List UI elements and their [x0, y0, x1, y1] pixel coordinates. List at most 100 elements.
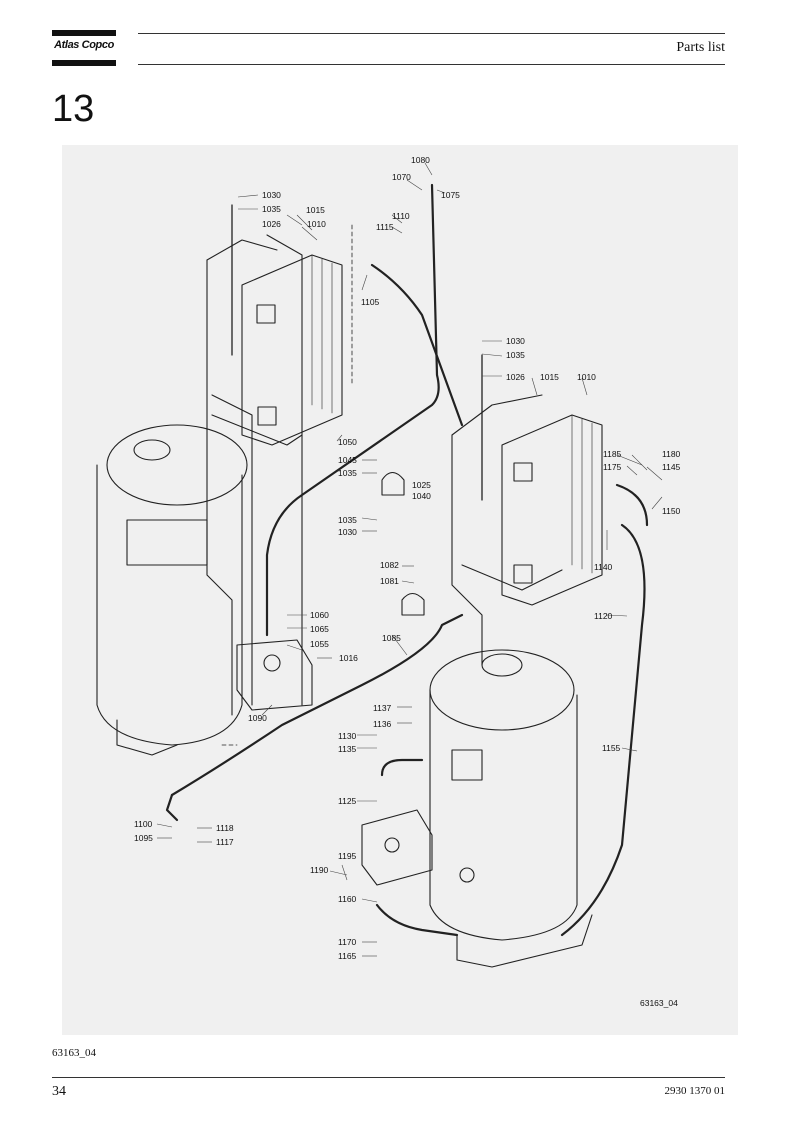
callout: 1080 [411, 155, 430, 165]
callout: 1105 [361, 297, 380, 307]
pipe-1085 [170, 613, 464, 797]
pipe-1125 [380, 758, 424, 777]
callout: 1085 [382, 633, 401, 643]
right-cooler [501, 414, 603, 606]
callout: 1035 [262, 204, 281, 214]
left-cooler [241, 254, 343, 446]
left-vessel-port [133, 439, 171, 461]
callout: 1120 [594, 611, 613, 621]
pipe-elbow [165, 793, 179, 822]
callout: 1136 [373, 719, 392, 729]
callout: 1130 [338, 731, 357, 741]
right-cooler-fins [571, 414, 593, 574]
left-vessel-foot [116, 719, 178, 756]
page-title: Parts list [676, 40, 725, 55]
callout: 1185 [603, 449, 622, 459]
callout: 1035 [338, 468, 357, 478]
header-rule-bottom [138, 64, 725, 65]
callout: 1010 [577, 372, 596, 382]
right-cooler-flange-bottom [513, 564, 533, 584]
right-vessel-body [429, 689, 578, 941]
callout: 1195 [338, 851, 357, 861]
left-valve-block [236, 639, 313, 711]
clamp-1081 [401, 592, 425, 616]
callout: 1026 [506, 372, 525, 382]
callout: 1137 [373, 703, 392, 713]
diagram-drawing: 1080 1070 1075 1030 1035 1015 1010 1026 … [96, 155, 681, 1008]
pipe-1050 [265, 183, 440, 637]
right-cooler-flange-top [513, 462, 533, 482]
logo-bottom-bar [52, 60, 116, 66]
callout: 1125 [338, 796, 357, 806]
callout: 1150 [662, 506, 681, 516]
document-number: 2930 1370 01 [664, 1085, 726, 1097]
callout: 1070 [392, 172, 411, 182]
right-frame-top [451, 394, 543, 436]
callout: 1155 [602, 743, 621, 753]
callout: 1165 [338, 951, 357, 961]
callout: 1030 [506, 336, 525, 346]
right-frame-post [451, 434, 483, 666]
header-rule-top [138, 33, 725, 34]
callout: 1026 [262, 219, 281, 229]
callout: 1190 [310, 865, 329, 875]
left-cooler-flange-bottom [257, 406, 277, 426]
callout: 1045 [338, 455, 357, 465]
callout: 1170 [338, 937, 357, 947]
callout: 1016 [339, 653, 358, 663]
right-vessel-port [481, 653, 523, 677]
right-valve-block [361, 809, 433, 886]
right-frame-shelf [461, 564, 563, 591]
callout: 1075 [441, 190, 460, 200]
callout: 1082 [380, 560, 399, 570]
callout-leaders [156, 162, 663, 957]
callout: 1060 [310, 610, 329, 620]
exploded-parts-diagram: 1080 1070 1075 1030 1035 1015 1010 1026 … [62, 145, 738, 1035]
callout: 1065 [310, 624, 329, 634]
callout: 1175 [603, 462, 622, 472]
section-number: 13 [52, 88, 95, 130]
callout: 1117 [216, 837, 234, 847]
callout: 1035 [338, 515, 357, 525]
callout: 1030 [338, 527, 357, 537]
left-frame-brace [211, 394, 253, 706]
pipe-1120 [615, 483, 649, 527]
right-vessel-top [429, 649, 575, 731]
right-vessel-base [456, 914, 593, 968]
callout: 1010 [307, 219, 326, 229]
callout-labels: 1080 1070 1075 1030 1035 1015 1010 1026 … [134, 155, 681, 1008]
callout: 1180 [662, 449, 681, 459]
callout: 1090 [248, 713, 267, 723]
logo-top-bar [52, 30, 116, 36]
callout: 1050 [338, 437, 357, 447]
pipe-1160 [375, 903, 459, 937]
pipe-1105 [370, 263, 464, 427]
callout: 1100 [134, 819, 153, 829]
callout: 1135 [338, 744, 357, 754]
callout: 1110 [392, 211, 410, 221]
right-valve-port [384, 837, 400, 853]
callout: 1015 [540, 372, 559, 382]
callout: 1118 [216, 823, 234, 833]
callout: 1055 [310, 639, 329, 649]
callout: 1015 [306, 205, 325, 215]
left-frame-post [206, 259, 233, 716]
callout: 1025 [412, 480, 431, 490]
atlas-copco-logo: Atlas Copco [52, 30, 116, 66]
left-cooler-fins [311, 254, 333, 414]
left-frame-rear-post [266, 234, 303, 706]
callout: 1160 [338, 894, 357, 904]
callout: 1040 [412, 491, 431, 501]
logo-wordmark: Atlas Copco [54, 39, 114, 51]
left-frame-shelf [211, 414, 303, 446]
assembly-dash-lines [221, 224, 353, 746]
right-vessel-label-plate [451, 749, 483, 781]
callout: 1145 [662, 462, 681, 472]
left-frame-top [206, 239, 278, 261]
right-vessel-sight-glass [459, 867, 475, 883]
left-vessel-top [106, 424, 248, 506]
callout: 1081 [380, 576, 399, 586]
left-vessel-body [96, 464, 243, 746]
figure-caption: 63163_04 [52, 1047, 96, 1059]
callout: 1095 [134, 833, 153, 843]
